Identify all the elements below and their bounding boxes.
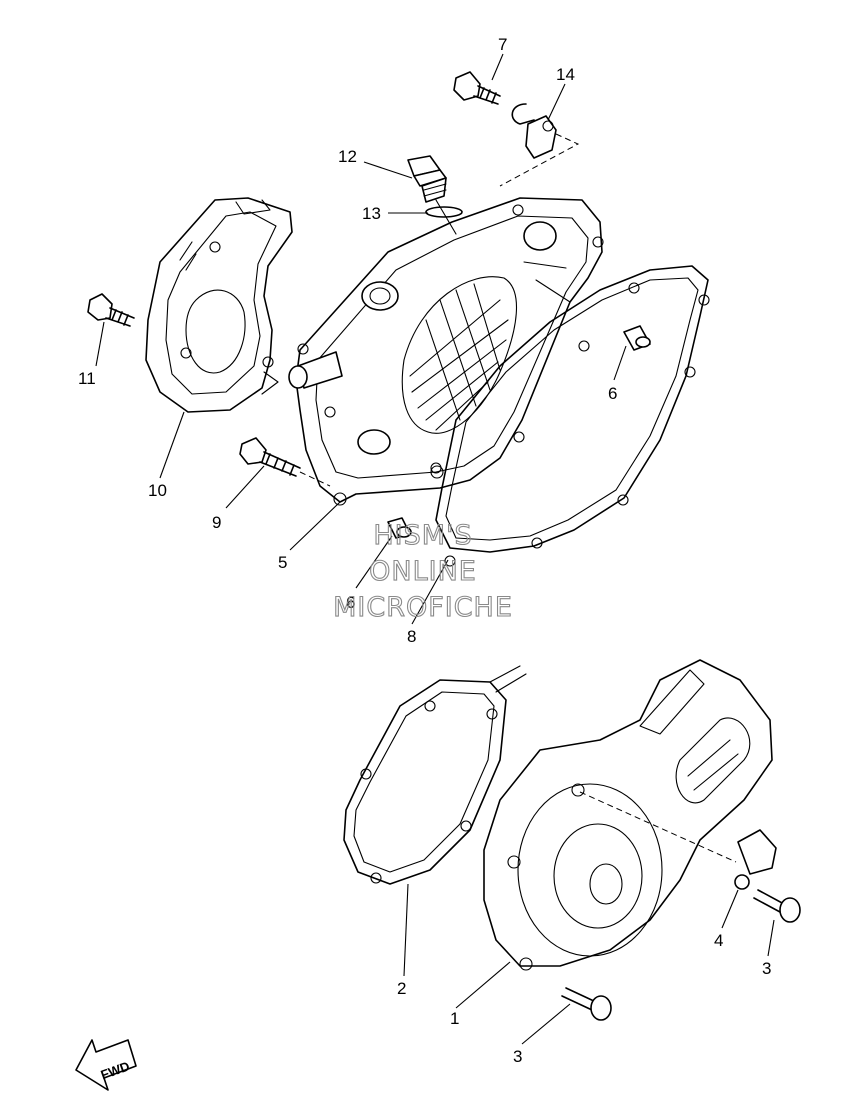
part-13-o-ring: [425, 206, 463, 218]
part-11-bolt: [87, 293, 135, 327]
part-8-bolt: [453, 71, 501, 105]
callout-6-right: 6: [608, 384, 617, 403]
part-2-gasket: [343, 665, 527, 885]
part-4-clamp: [734, 829, 777, 890]
callout-9: 9: [212, 513, 221, 532]
callout-5: 5: [278, 553, 287, 572]
callout-3-bottom: 3: [513, 1047, 522, 1066]
callout-7: 8: [407, 627, 416, 646]
callout-11: 11: [78, 369, 96, 388]
watermark-line-2: ONLINE: [369, 556, 477, 587]
part-5-crankcase-cover: [288, 197, 604, 506]
part-3-bolt-bottom: [561, 987, 612, 1021]
part-9-bolt: [239, 437, 331, 487]
part-14-clamp: [499, 103, 580, 187]
part-1-generator-cover: [483, 659, 773, 971]
watermark: HISM'S ONLINE MICROFICHE: [333, 519, 513, 623]
fwd-arrow-icon: FWD: [75, 1039, 137, 1091]
callout-13: 13: [362, 204, 381, 223]
part-6-dowel-center: [387, 517, 412, 539]
callout-10: 10: [148, 481, 167, 500]
part-10-outer-cover: [145, 197, 293, 413]
callout-12: 12: [338, 147, 357, 166]
callout-3-right: 3: [762, 959, 771, 978]
part-6-dowel-right: [623, 325, 651, 351]
watermark-line-1: HISM'S: [373, 520, 472, 551]
callout-14: 14: [556, 65, 575, 84]
callout-6-center: 6: [346, 593, 355, 612]
callout-2: 2: [397, 979, 406, 998]
callout-4: 4: [714, 931, 723, 950]
callout-8: 7: [498, 35, 507, 54]
callout-1: 1: [450, 1009, 459, 1028]
part-12-plug: [407, 155, 457, 235]
part-7-gasket: [430, 265, 710, 567]
part-3-bolt-right: [753, 889, 801, 923]
watermark-line-3: MICROFICHE: [333, 592, 513, 623]
leader-lines: [95, 53, 775, 1045]
